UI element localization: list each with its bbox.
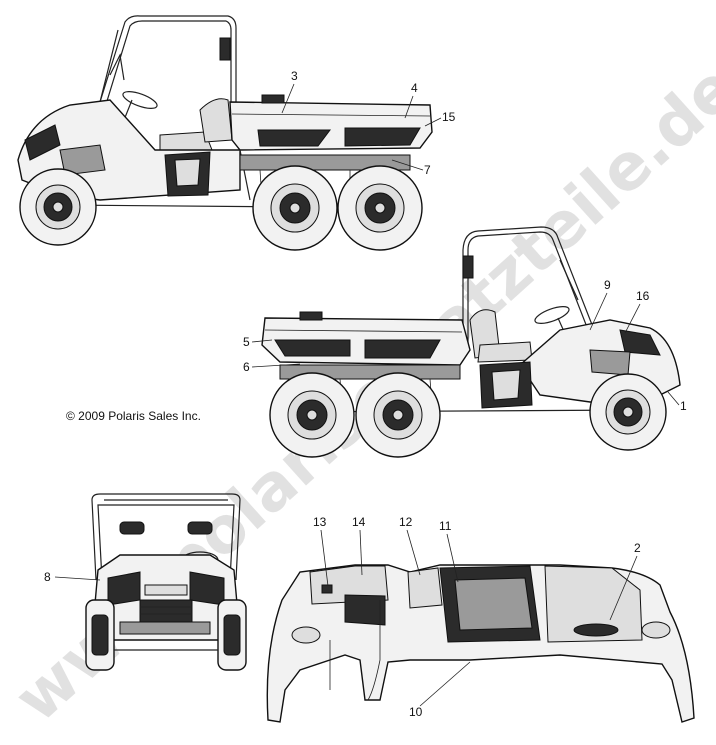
callout-11: 11	[439, 519, 452, 533]
copyright-text: © 2009 Polaris Sales Inc.	[66, 409, 201, 423]
callout-9: 9	[604, 278, 611, 292]
front-wheel	[19, 168, 97, 246]
callout-2: 2	[634, 541, 641, 555]
rear-wheel-1	[252, 165, 338, 251]
vehicle-left-side-view	[17, 15, 433, 251]
dashboard-panel	[266, 564, 695, 723]
callout-15: 15	[442, 110, 456, 124]
callout-1: 1	[680, 399, 687, 413]
callout-5: 5	[243, 335, 250, 349]
callout-8: 8	[44, 570, 51, 584]
front-wheel-2	[589, 373, 667, 451]
callout-10: 10	[409, 705, 423, 719]
rear-wheel-4	[355, 372, 441, 458]
callout-16: 16	[636, 289, 650, 303]
vehicle-front-view	[85, 493, 247, 671]
callout-7: 7	[424, 163, 431, 177]
rear-wheel-3	[269, 372, 355, 458]
callout-12: 12	[399, 515, 413, 529]
vehicle-right-side-view	[261, 226, 681, 458]
callout-4: 4	[411, 81, 418, 95]
callout-3: 3	[291, 69, 298, 83]
rear-wheel-2	[337, 165, 423, 251]
callout-13: 13	[313, 515, 327, 529]
callout-6: 6	[243, 360, 250, 374]
callout-14: 14	[352, 515, 366, 529]
